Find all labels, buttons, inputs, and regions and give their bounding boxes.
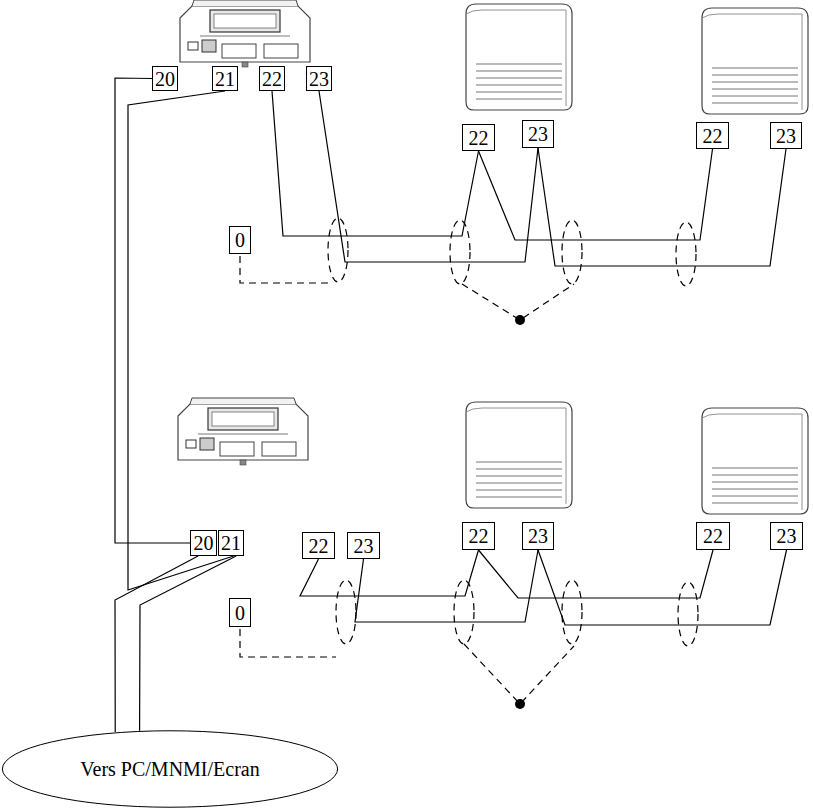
terminal-number: 22 (703, 526, 723, 546)
terminal-number: 22 (262, 69, 282, 89)
signal-wire (355, 550, 538, 622)
terminal-number: 22 (469, 128, 489, 148)
terminal-number: 0 (235, 603, 245, 623)
room-unit (466, 402, 572, 508)
terminal-box: 22 (696, 122, 729, 149)
signal-wire (319, 91, 538, 262)
controller-device (180, 0, 310, 67)
terminal-number: 22 (469, 526, 489, 546)
signal-wire (479, 149, 713, 240)
signal-wire (128, 91, 234, 590)
terminal-box: 23 (306, 66, 332, 91)
signal-wire (272, 91, 479, 236)
terminal-box: 20 (152, 66, 178, 91)
terminal-number: 23 (528, 526, 548, 546)
terminal-box: 22 (462, 522, 495, 550)
signal-wire (140, 556, 237, 731)
terminal-box: 21 (218, 530, 244, 556)
terminal-number: 23 (777, 526, 797, 546)
terminal-number: 23 (776, 126, 796, 146)
room-unit (702, 408, 808, 514)
terminal-box: 22 (462, 124, 495, 151)
terminal-number: 23 (528, 124, 548, 144)
terminal-box: 22 (696, 522, 730, 550)
terminal-box: 0 (229, 226, 251, 254)
terminal-box: 23 (770, 122, 802, 149)
terminal-number: 20 (194, 533, 214, 553)
destination-ellipse: Vers PC/MNMI/Ecran (1, 730, 339, 808)
signal-wire (538, 148, 786, 266)
terminal-box: 23 (522, 522, 554, 550)
terminal-box: 22 (259, 66, 285, 91)
shield-junction (515, 315, 525, 325)
terminal-box: 20 (190, 530, 217, 556)
terminal-box: 23 (770, 522, 803, 550)
terminal-number: 20 (155, 69, 175, 89)
signal-wire (479, 550, 714, 598)
terminal-number: 21 (221, 533, 241, 553)
terminal-number: 23 (354, 536, 374, 556)
destination-label: Vers PC/MNMI/Ecran (80, 759, 259, 779)
shield-junction (515, 699, 525, 709)
terminal-number: 22 (309, 536, 329, 556)
terminal-box: 22 (302, 532, 335, 559)
signal-wire (538, 550, 787, 625)
signal-wire (115, 78, 190, 543)
room-unit (466, 4, 572, 110)
terminal-number: 21 (215, 69, 235, 89)
terminal-box: 21 (212, 66, 238, 91)
terminal-box: 23 (522, 120, 554, 148)
terminal-number: 22 (703, 126, 723, 146)
controller-device (178, 398, 308, 465)
terminal-number: 23 (309, 69, 329, 89)
terminal-box: 23 (347, 532, 380, 559)
cable-shield (240, 218, 698, 704)
terminal-box: 0 (229, 598, 251, 627)
room-unit (702, 8, 808, 114)
terminal-number: 0 (235, 230, 245, 250)
